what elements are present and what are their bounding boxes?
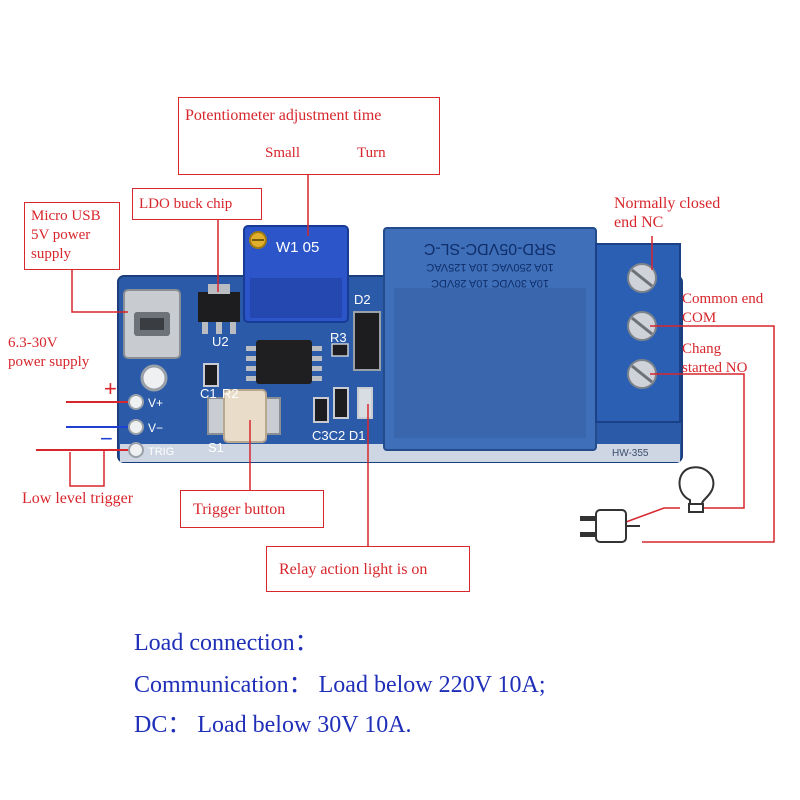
pin-label-trig: TRIG: [148, 446, 174, 458]
wire-com-load: [642, 325, 775, 543]
diode-d2: [353, 311, 381, 371]
notes-ac: Communication： Load below 220V 10A;: [134, 672, 546, 698]
notes-dc: DC： Load below 30V 10A.: [134, 712, 412, 738]
ldo-chip: [198, 284, 240, 334]
com-label: Common end COM: [682, 291, 764, 326]
micro-usb-connector: [123, 289, 181, 359]
leader-low-trigger: [69, 450, 105, 487]
potentiometer-label: Potentiometer adjustment time: [185, 107, 382, 124]
relay-light-label: Relay action light is on: [279, 561, 428, 578]
plus-mark: +: [104, 376, 117, 401]
nc-label: Normally closed end NC: [614, 195, 721, 231]
wire-plug-lamp: [625, 507, 680, 523]
silk-s1: S1: [208, 440, 224, 455]
silk-c3c2d1: C3C2 D1: [312, 428, 365, 443]
relay-body: [383, 227, 597, 451]
mcu-chip: [246, 340, 322, 384]
ac-plug-icon: [580, 509, 640, 543]
silk-d2: D2: [354, 292, 371, 307]
relay-rating-1: 10A 250VAC 10A 125VAC: [426, 261, 553, 273]
led-d1: [357, 387, 373, 419]
capacitor-c2: [333, 387, 349, 419]
terminal-block: [595, 243, 681, 423]
lightbulb-icon: [678, 466, 715, 513]
potentiometer-callout: Potentiometer adjustment time Small Turn: [178, 97, 440, 175]
trigger-button-label: Trigger button: [193, 501, 286, 518]
capacitor-c3: [313, 397, 329, 423]
wire-no-load: [650, 373, 745, 509]
no-label: Chang started NO: [682, 341, 748, 376]
micro-usb-label: Micro USB 5V power supply: [31, 208, 101, 262]
trigger-switch: [207, 389, 281, 443]
ldo-callout: LDO buck chip: [132, 188, 262, 220]
notes-title: Load connection：: [134, 630, 319, 656]
potentiometer: [243, 225, 349, 323]
relay-rating-2: 10A 30VDC 10A 28VDC: [431, 277, 549, 289]
pin-label-vminus: V−: [148, 421, 163, 435]
small-label: Small: [265, 145, 301, 161]
mounting-hole: [140, 364, 168, 392]
silk-u2: U2: [212, 334, 229, 349]
silk-c1: C1: [200, 386, 217, 401]
micro-usb-callout: Micro USB 5V power supply: [24, 202, 120, 270]
pin-label-vplus: V+: [148, 396, 163, 410]
relay-light-callout: Relay action light is on: [266, 546, 470, 592]
relay-model-text: SRD-05VDC-SL-C: [424, 240, 556, 257]
silk-r3: R3: [330, 330, 347, 345]
turn-label: Turn: [357, 145, 386, 161]
silk-hw355: HW-355: [612, 448, 649, 459]
resistor-r3: [331, 343, 349, 357]
trigger-button-callout: Trigger button: [180, 490, 324, 528]
silk-r2: R2: [222, 386, 239, 401]
pin-pads: [128, 394, 144, 458]
pot-code: W1 05: [276, 239, 319, 256]
power-supply-label: 6.3-30V power supply: [8, 335, 90, 370]
minus-mark: −: [100, 426, 113, 451]
ldo-label: LDO buck chip: [139, 196, 233, 212]
leader-usb: [71, 270, 128, 313]
low-level-trigger-label: Low level trigger: [22, 490, 134, 507]
capacitor-c1: [203, 363, 219, 387]
